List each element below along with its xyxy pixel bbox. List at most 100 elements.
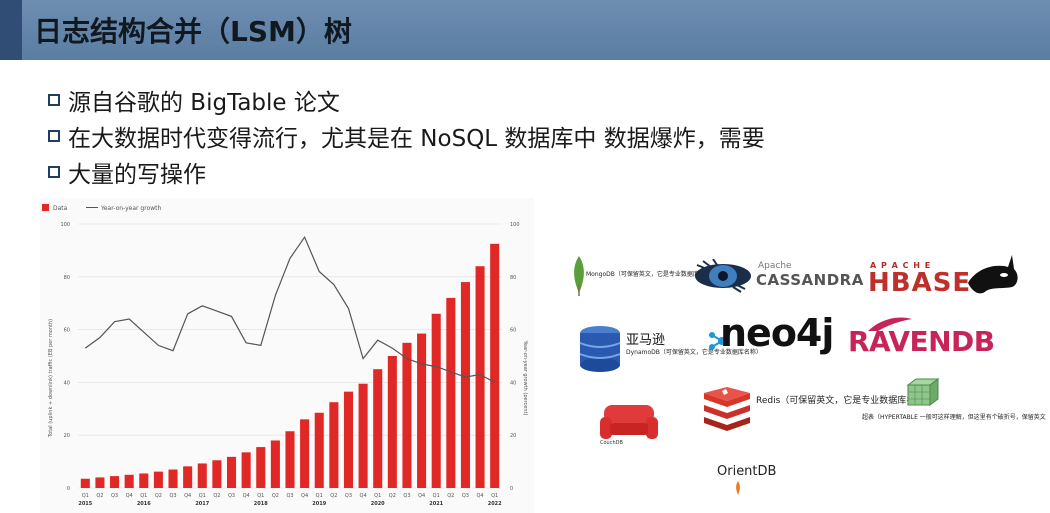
quarter-tick-label: Q4	[243, 493, 250, 499]
orientdb-flame-icon	[736, 481, 740, 495]
quarter-tick-label: Q3	[169, 493, 176, 499]
quarter-tick-label: Q3	[403, 493, 410, 499]
traffic-bar	[153, 471, 163, 488]
traffic-bar	[329, 402, 339, 488]
right-tick-label: 60	[510, 328, 516, 334]
traffic-bar	[226, 456, 237, 488]
traffic-bar	[197, 463, 207, 488]
traffic-bar	[256, 447, 266, 488]
quarter-tick-label: Q2	[389, 493, 396, 499]
traffic-bar	[446, 297, 456, 488]
right-tick-label: 0	[510, 486, 513, 492]
bullet-item: 在大数据时代变得流行，尤其是在 NoSQL 数据库中 数据爆炸，需要	[48, 118, 765, 154]
quarter-tick-label: Q4	[184, 493, 191, 499]
quarter-tick-label: Q4	[418, 493, 425, 499]
hbase-apache-text: A P A C H E	[870, 261, 932, 270]
redis-label: Redis（可保留英文，它是专业数据库名称）	[756, 396, 934, 406]
quarter-tick-label: Q4	[301, 493, 308, 499]
neo4j-graph-icon	[709, 332, 726, 350]
traffic-bar	[80, 478, 90, 488]
dynamodb-icon	[579, 326, 621, 372]
cassandra-eye-icon	[695, 259, 751, 293]
mobile-traffic-chart: Data Year-on-year growth Total (uplink +…	[40, 198, 534, 513]
traffic-bar	[387, 356, 397, 488]
quarter-tick-label: Q1	[140, 493, 147, 499]
legend-data-label: Data	[53, 205, 68, 212]
square-bullet-icon	[48, 130, 60, 142]
quarter-tick-label: Q1	[82, 493, 89, 499]
traffic-bar	[417, 333, 427, 488]
traffic-bar	[241, 452, 251, 488]
bullet-text: 大量的写操作	[68, 162, 206, 188]
orientdb-wordmark: OrientDB	[717, 464, 777, 479]
hbase-wordmark: HBASE	[868, 268, 972, 298]
dynamodb-title: 亚马逊	[626, 333, 666, 348]
year-tick-label: 2017	[195, 501, 209, 507]
growth-line	[84, 235, 495, 383]
bullet-text: 源自谷歌的 BigTable 论文	[68, 90, 340, 116]
mongodb-label: MongoDB（可保留英文，它是专业数据库名称）	[586, 271, 717, 278]
cassandra-wordmark: CASSANDRA	[756, 271, 864, 289]
traffic-bar	[431, 313, 441, 488]
left-axis-label: Total (uplink + downlink) traffic (EB pe…	[48, 319, 54, 438]
traffic-bar	[285, 431, 295, 488]
traffic-bar	[139, 473, 149, 488]
traffic-bar	[402, 342, 412, 488]
quarter-tick-label: Q4	[126, 493, 133, 499]
quarter-tick-label: Q2	[447, 493, 454, 499]
nosql-logos-panel: MongoDB（可保留英文，它是专业数据库名称） Apache CASSANDR…	[548, 233, 1050, 513]
right-tick-label: 20	[510, 433, 516, 439]
left-tick-label: 20	[64, 433, 70, 439]
slide-title: 日志结构合并（LSM）树	[34, 15, 352, 48]
quarter-tick-label: Q3	[111, 493, 118, 499]
traffic-bar	[110, 476, 120, 488]
quarter-tick-label: Q4	[477, 493, 484, 499]
traffic-bar	[358, 383, 368, 488]
mongodb-leaf-icon	[574, 256, 584, 296]
quarter-tick-label: Q3	[286, 493, 293, 499]
year-tick-label: 2021	[429, 501, 443, 507]
traffic-bar	[124, 474, 134, 488]
traffic-bar	[300, 419, 310, 488]
bullet-item: 大量的写操作	[48, 154, 765, 190]
quarter-tick-label: Q2	[96, 493, 103, 499]
right-axis-label: Year-on-year growth (percent)	[522, 340, 528, 416]
square-bullet-icon	[48, 166, 60, 178]
quarter-tick-label: Q3	[228, 493, 235, 499]
quarter-tick-label: Q3	[462, 493, 469, 499]
right-tick-label: 80	[510, 275, 516, 281]
title-accent	[0, 0, 22, 60]
bullet-item: 源自谷歌的 BigTable 论文	[48, 82, 765, 118]
title-bar: 日志结构合并（LSM）树	[0, 0, 1050, 60]
year-tick-label: 2015	[78, 501, 92, 507]
left-tick-label: 60	[64, 328, 70, 334]
quarter-tick-label: Q2	[213, 493, 220, 499]
quarter-tick-label: Q2	[272, 493, 279, 499]
traffic-bar	[343, 391, 354, 488]
dynamodb-label: DynamoDB（可保留英文，它是专业数据库名称）	[626, 349, 762, 356]
quarter-tick-label: Q2	[155, 493, 162, 499]
right-tick-label: 100	[510, 222, 520, 228]
traffic-bar	[270, 440, 280, 488]
quarter-tick-label: Q3	[345, 493, 352, 499]
hypertable-cube-icon	[906, 378, 940, 406]
left-tick-label: 80	[64, 275, 70, 281]
traffic-bar	[168, 469, 178, 488]
traffic-bar	[460, 282, 470, 488]
traffic-bar	[183, 466, 193, 488]
year-tick-label: 2022	[488, 501, 502, 507]
left-tick-label: 0	[67, 486, 70, 492]
traffic-bar	[490, 243, 500, 488]
year-tick-label: 2019	[312, 501, 326, 507]
ravendb-wordmark: RAVENDB	[848, 325, 995, 358]
quarter-tick-label: Q1	[316, 493, 323, 499]
quarter-tick-label: Q1	[374, 493, 381, 499]
legend-growth-label: Year-on-year growth	[100, 205, 161, 212]
orca-icon	[968, 255, 1018, 294]
quarter-tick-label: Q1	[491, 493, 498, 499]
bullet-list: 源自谷歌的 BigTable 论文 在大数据时代变得流行，尤其是在 NoSQL …	[48, 82, 765, 190]
quarter-tick-label: Q1	[433, 493, 440, 499]
neo4j-wordmark: neo4j	[720, 311, 834, 355]
traffic-bar	[314, 412, 324, 488]
couchdb-couch-icon	[600, 405, 658, 439]
